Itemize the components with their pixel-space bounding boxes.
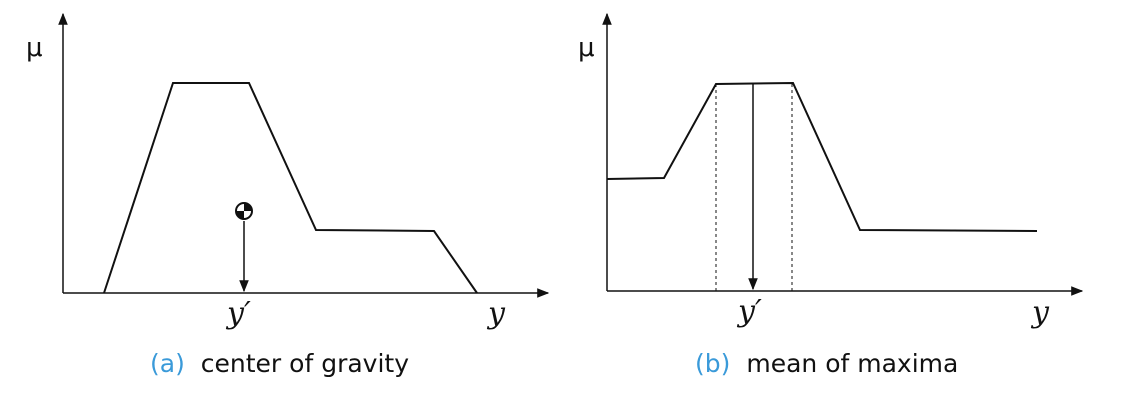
caption-tag: (a): [150, 349, 185, 378]
caption: (a) center of gravity: [150, 349, 409, 378]
panel-mean-of-maxima: μ y y′ (b) mean of maxima: [578, 12, 1084, 378]
crisp-output-label: y′: [736, 294, 762, 329]
center-of-gravity-icon: [235, 202, 253, 220]
x-axis-label: y: [486, 296, 506, 331]
caption: (b) mean of maxima: [695, 349, 958, 378]
membership-function-curve: [103, 82, 478, 294]
panel-center-of-gravity: μ y y′ (a) center of gravity: [26, 12, 550, 378]
membership-function-curve: [606, 81, 1038, 232]
caption-tag: (b): [695, 349, 730, 378]
mu-axis-label: μ: [26, 33, 43, 63]
x-axis-label: y: [1030, 295, 1050, 330]
crisp-output-label: y′: [225, 296, 251, 331]
caption-text: mean of maxima: [746, 349, 958, 378]
caption-text: center of gravity: [201, 349, 409, 378]
mu-axis-label: μ: [578, 33, 595, 63]
